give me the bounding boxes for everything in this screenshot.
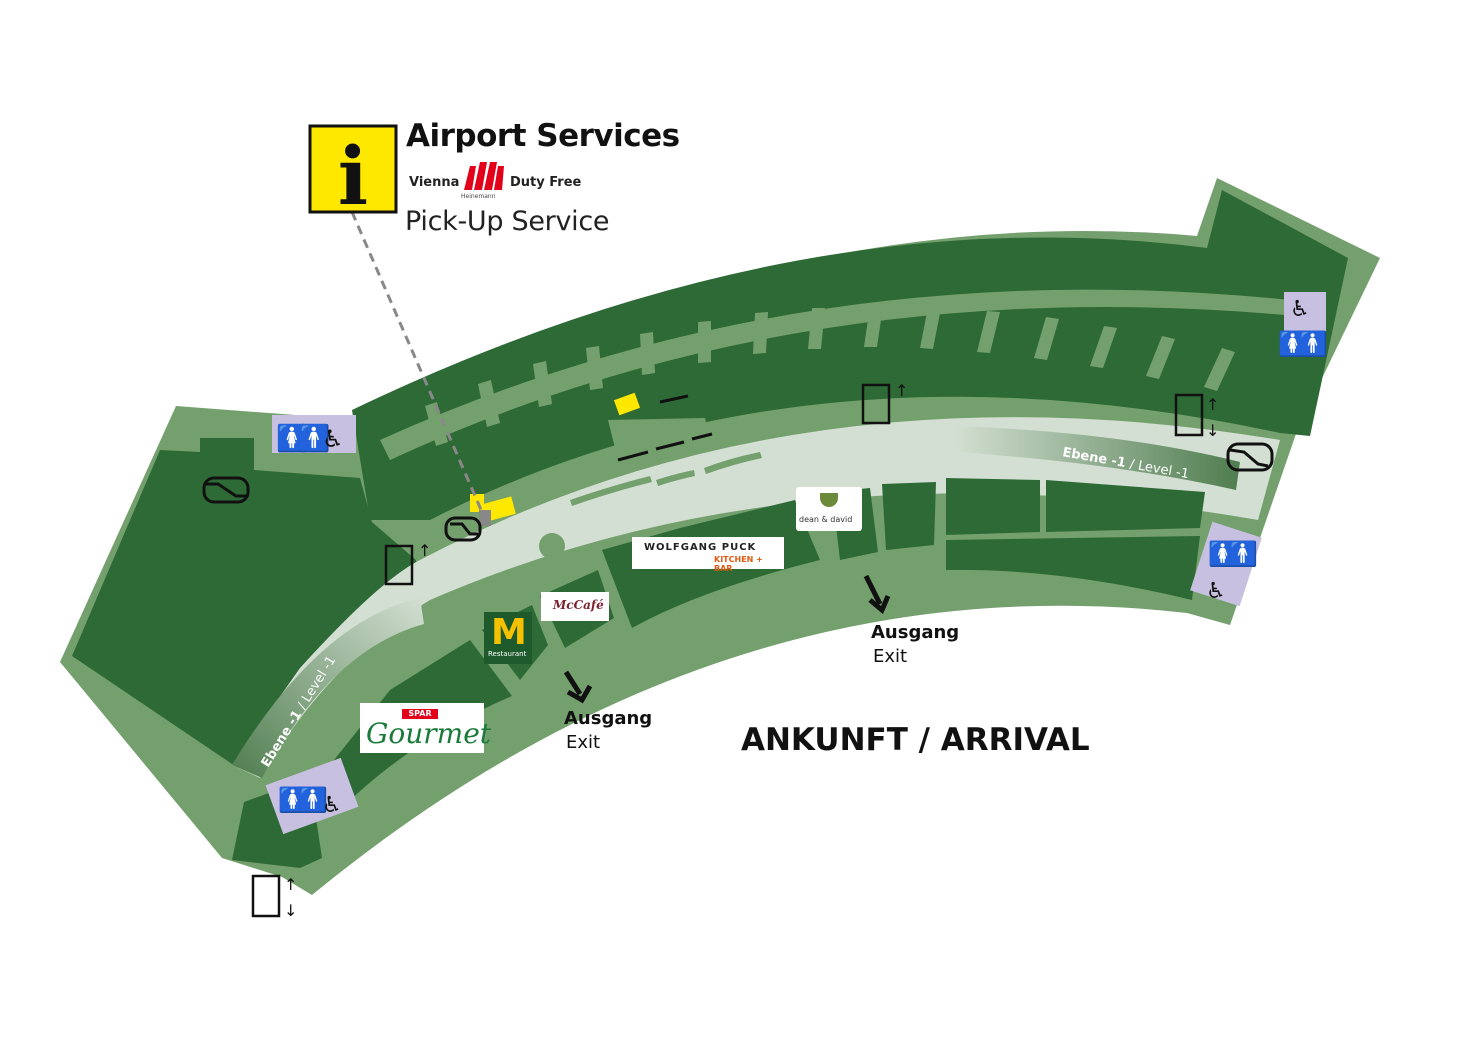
elevator-icon (384, 544, 414, 586)
mcdonalds-text: Restaurant (488, 650, 527, 658)
airport-services-title: Airport Services (406, 118, 680, 154)
exit-label-de: Ausgang (871, 622, 960, 643)
toilet-woman-icon: 🚺 (1208, 540, 1238, 568)
info-sign-icon (308, 124, 398, 214)
toilet-man-icon: 🚹 (298, 786, 328, 814)
wheelchair-icon: ♿ (1290, 297, 1310, 322)
spar-gourmet-logo[interactable]: SPAR Gourmet (360, 703, 491, 753)
gates-band (352, 190, 1348, 520)
svg-text:↑: ↑ (1206, 395, 1219, 414)
toilet-man-icon: 🚹 (1298, 330, 1328, 358)
toilet-woman-icon: 🚺 (278, 786, 308, 814)
arrival-title: ANKUNFT / ARRIVAL (741, 722, 1090, 758)
elevator-icon (1174, 393, 1204, 437)
golden-arches-icon: M (491, 612, 527, 653)
wheelchair-icon: ♿ (1206, 579, 1226, 604)
escalator-icon (206, 482, 246, 498)
exit-label-de: Ausgang (564, 708, 653, 729)
restroom-block-bottom-left (265, 757, 359, 835)
restroom-block-top-right (1284, 292, 1326, 352)
info-leader-line (350, 211, 484, 513)
restroom-block-top-left (272, 415, 356, 453)
wolfgang-puck-logo[interactable]: WOLFGANG PUCK KITCHEN + BAR (632, 537, 784, 573)
left-hall (72, 438, 420, 768)
pickup-service-label: Pick-Up Service (405, 206, 610, 237)
heinemann-label: Heinemann (461, 193, 496, 200)
wolfgang-puck-sub: KITCHEN + BAR (714, 555, 763, 573)
wheelchair-icon: ♿ (322, 425, 344, 453)
svg-text:↓: ↓ (284, 901, 297, 920)
svg-text:↑: ↑ (895, 381, 908, 400)
svg-text:i: i (338, 129, 368, 223)
escalator-icon (450, 522, 478, 536)
heinemann-logo-icon (464, 162, 504, 190)
exit-label-en: Exit (873, 646, 908, 667)
escalator-icons (202, 442, 1274, 542)
vienna-label: Vienna (409, 175, 460, 190)
toilet-woman-icon: 🚺 (276, 423, 308, 454)
restroom-block-right (1190, 521, 1262, 607)
mcdonalds-logo[interactable]: M Restaurant (484, 612, 532, 664)
escalator-icon (1229, 448, 1269, 468)
elevator-icon (251, 874, 281, 918)
toilet-man-icon: 🚹 (1228, 540, 1258, 568)
dean-and-david-logo[interactable]: dean & david (796, 487, 862, 531)
svg-text:↑: ↑ (284, 875, 297, 894)
elevator-icons (251, 383, 1204, 918)
spar-label: SPAR (402, 709, 438, 719)
mccafe-logo[interactable]: McCafé (541, 592, 609, 621)
duty-free-label: Duty Free (510, 175, 582, 190)
dean-and-david-name: dean & david (799, 515, 853, 524)
exit-label-en: Exit (566, 732, 601, 753)
wolfgang-puck-name: WOLFGANG PUCK (644, 542, 757, 553)
toilet-woman-icon: 🚺 (1278, 330, 1308, 358)
mccafe-name: McCafé (553, 598, 604, 612)
salad-bowl-icon (820, 493, 838, 507)
svg-text:↑: ↑ (418, 541, 431, 560)
svg-text:↓: ↓ (1206, 421, 1219, 440)
gourmet-label: Gourmet (366, 717, 492, 750)
toilet-man-icon: 🚹 (298, 423, 330, 454)
wheelchair-icon: ♿ (322, 793, 342, 818)
elevator-icon (861, 383, 891, 425)
